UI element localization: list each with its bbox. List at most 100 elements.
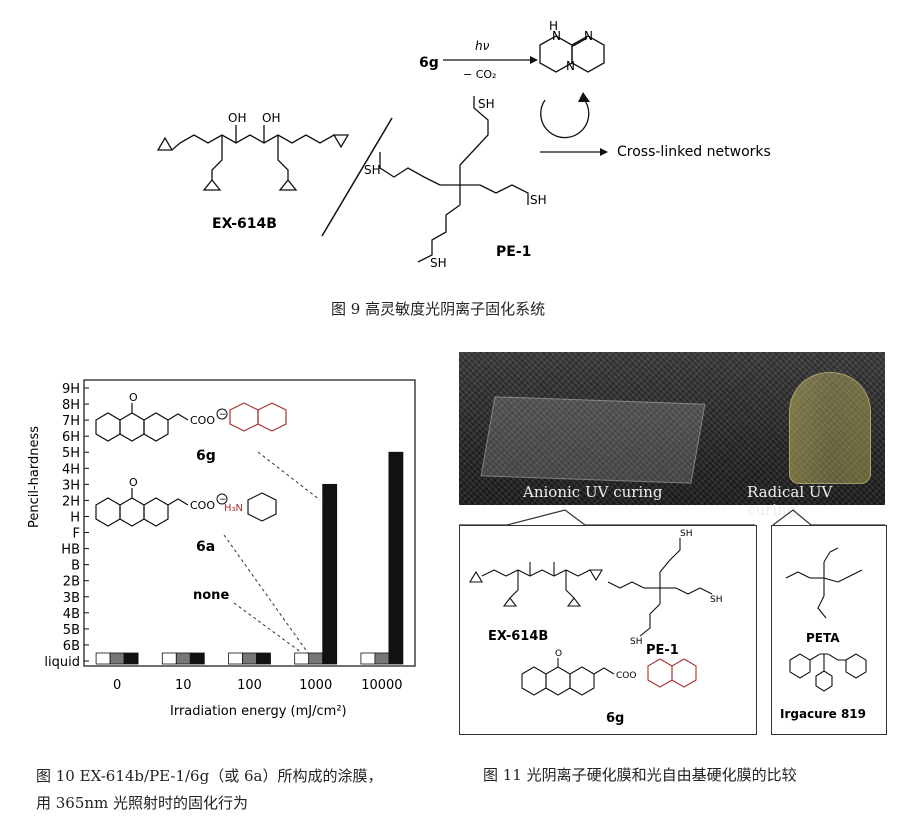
- inset-label-none: none: [193, 588, 229, 603]
- y-tick-label: 3B: [63, 591, 80, 606]
- bar-6g-0: [123, 652, 139, 665]
- y-tick-label: liquid: [44, 655, 80, 670]
- fig9-caption: 图 9 高灵敏度光阴离子固化系统: [331, 300, 546, 318]
- fig9-product: Cross-linked networks: [617, 144, 771, 160]
- x-tick-label: 10: [175, 678, 192, 693]
- svg-text:SH: SH: [630, 637, 642, 647]
- svg-text:O: O: [555, 649, 562, 659]
- bar-6a-0: [109, 652, 125, 665]
- coo-label-2: COO: [190, 499, 215, 512]
- inset-6g-structure: [95, 402, 287, 442]
- bar-6g-10000: [388, 451, 404, 665]
- inset-label-6a: 6a: [196, 539, 215, 555]
- figure-9: 6g hν − CO₂ H N N N Cross-linked network…: [0, 0, 918, 330]
- y-tick-label: 6H: [62, 430, 80, 445]
- radical-structures: PETA Irgacure 819: [780, 547, 867, 721]
- y-tick-label: B: [71, 559, 80, 574]
- svg-text:SH: SH: [478, 97, 495, 111]
- svg-text:SH: SH: [430, 256, 447, 270]
- svg-text:O: O: [129, 391, 138, 404]
- y-tick-label: 2B: [63, 575, 80, 590]
- svg-text:−: −: [219, 495, 227, 505]
- bar-none-10000: [360, 652, 376, 665]
- svg-text:H₃N: H₃N: [224, 503, 243, 514]
- fig9-ex614b-label: EX-614B: [212, 216, 277, 232]
- anionic-structures: SH SH SH O COO EX-614B PE-1 6g: [469, 529, 722, 726]
- x-tick-label: 100: [237, 678, 262, 693]
- y-tick-label: 6B: [63, 639, 80, 654]
- bar-6a-10000: [374, 652, 390, 665]
- bar-none-10: [161, 652, 177, 665]
- fig9-scheme: 6g hν − CO₂ H N N N Cross-linked network…: [156, 19, 771, 270]
- svg-text:N: N: [584, 29, 593, 43]
- x-tick-label: 10000: [361, 678, 402, 693]
- label-ex614b: EX-614B: [488, 629, 548, 644]
- svg-text:−: −: [219, 410, 227, 420]
- y-tick-label: 8H: [62, 398, 80, 413]
- pe1-structure: [379, 96, 529, 263]
- y-tick-label: F: [73, 527, 80, 542]
- x-tick-label: 0: [113, 678, 121, 693]
- bar-6a-100: [242, 652, 257, 665]
- bar-6a-10: [175, 652, 191, 665]
- svg-text:SH: SH: [710, 595, 722, 605]
- coo-label-1: COO: [190, 414, 215, 427]
- svg-text:N: N: [566, 59, 575, 73]
- fig9-minus-co2: − CO₂: [463, 68, 496, 81]
- x-axis-title: Irradiation energy (mJ/cm²): [170, 704, 347, 719]
- y-tick-label: 2H: [62, 494, 80, 509]
- curing-photo: Anionic UV curing Radical UV curing: [459, 352, 885, 519]
- fig9-pe1-label: PE-1: [496, 244, 531, 260]
- anionic-system-box: SH SH SH O COO EX-614B PE-1 6g: [459, 525, 757, 735]
- radical-system-box: PETA Irgacure 819: [771, 525, 887, 735]
- y-tick-label: 3H: [62, 478, 80, 493]
- inset-6a-structure: [95, 488, 277, 527]
- svg-text:OH: OH: [262, 111, 280, 125]
- ex614b-structure: [156, 125, 350, 191]
- svg-text:SH: SH: [364, 163, 381, 177]
- y-tick-label: 4B: [63, 607, 80, 622]
- label-6g: 6g: [606, 711, 624, 726]
- y-tick-label: 9H: [62, 382, 80, 397]
- y-tick-label: H: [70, 510, 80, 525]
- figure-11: Anionic UV curing Radical UV curing: [455, 352, 915, 832]
- svg-text:COO: COO: [616, 671, 636, 681]
- y-tick-label: 5H: [62, 446, 80, 461]
- photo-caption-radical: Radical UV curing: [747, 483, 833, 519]
- y-tick-label: 4H: [62, 462, 80, 477]
- svg-text:N: N: [552, 29, 561, 43]
- y-axis-title: Pencil-hardness: [27, 426, 42, 528]
- bar-6g-100: [256, 652, 271, 665]
- inset-label-6g: 6g: [196, 448, 216, 464]
- anionic-film: [480, 396, 706, 484]
- label-peta: PETA: [806, 631, 840, 645]
- bar-6a-1000: [308, 652, 324, 665]
- plot-frame: [83, 379, 416, 667]
- fig10-caption-line2: 用 365nm 光照射时的固化行为: [36, 794, 249, 812]
- bar-none-1000: [294, 652, 310, 665]
- bar-6g-1000: [322, 483, 338, 665]
- svg-text:H: H: [549, 19, 558, 33]
- label-pe1: PE-1: [646, 643, 679, 658]
- svg-text:SH: SH: [680, 529, 692, 539]
- fig9-hv: hν: [475, 39, 490, 53]
- bar-6g-10: [189, 652, 205, 665]
- fig11-caption: 图 11 光阴离子硬化膜和光自由基硬化膜的比较: [483, 766, 797, 784]
- photo-caption-anionic: Anionic UV curing: [523, 483, 663, 501]
- x-tick-label: 1000: [299, 678, 332, 693]
- label-irgacure: Irgacure 819: [780, 707, 866, 721]
- bar-none-100: [228, 652, 243, 665]
- y-tick-label: 5B: [63, 623, 80, 638]
- fig9-reagent: 6g: [419, 55, 439, 71]
- y-tick-label: HB: [61, 543, 80, 558]
- dbu-structure: [539, 35, 605, 73]
- svg-text:O: O: [129, 476, 138, 489]
- svg-text:OH: OH: [228, 111, 246, 125]
- svg-text:SH: SH: [530, 193, 547, 207]
- fig10-caption-line1: 图 10 EX-614b/PE-1/6g（或 6a）所构成的涂膜，: [36, 767, 383, 785]
- y-tick-label: 7H: [62, 414, 80, 429]
- radical-film: [789, 372, 871, 484]
- bar-none-0: [95, 652, 111, 665]
